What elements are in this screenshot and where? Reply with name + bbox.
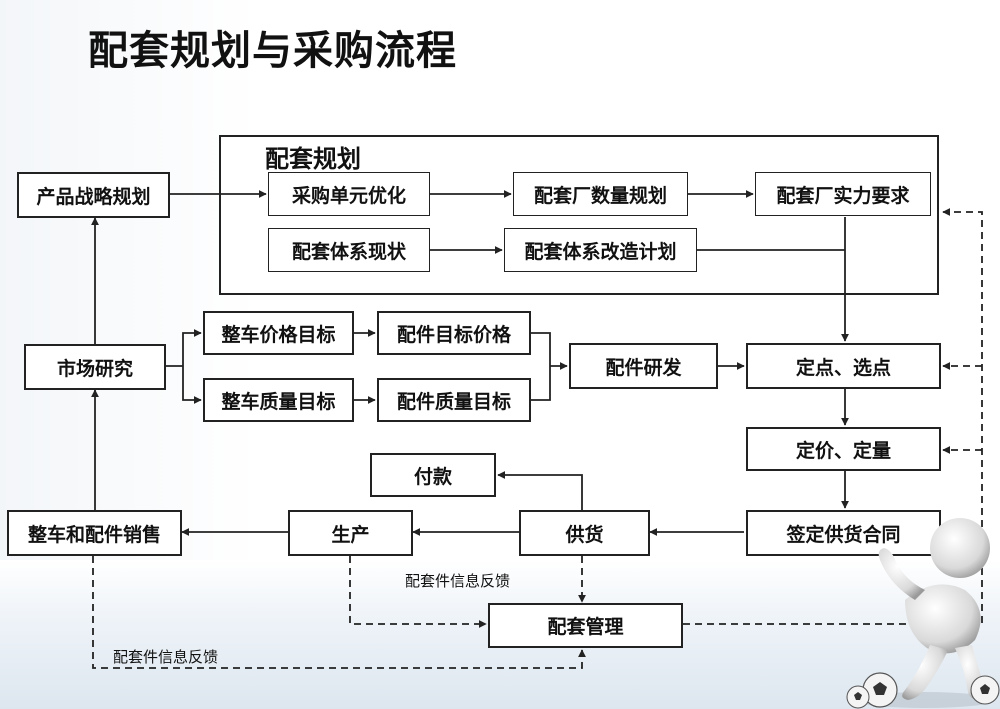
node-vehicle-quality-target[interactable]: 整车质量目标 — [203, 378, 354, 422]
node-supplier-quantity-plan[interactable]: 配套厂数量规划 — [513, 172, 688, 216]
node-supply-system-improve-plan[interactable]: 配套体系改造计划 — [504, 228, 697, 272]
edge-parts-price-merge — [531, 332, 551, 366]
edge-management-feedback-right — [683, 208, 983, 625]
edge-supply-to-payment — [497, 471, 583, 510]
node-supply-system-status[interactable]: 配套体系现状 — [268, 228, 430, 272]
node-parts-target-price[interactable]: 配件目标价格 — [377, 311, 531, 355]
node-designate-select[interactable]: 定点、选点 — [746, 343, 941, 389]
node-supply[interactable]: 供货 — [519, 510, 650, 556]
node-supply-management[interactable]: 配套管理 — [488, 603, 683, 648]
node-pricing-quantity[interactable]: 定价、定量 — [746, 427, 941, 471]
node-supplier-capability-req[interactable]: 配套厂实力要求 — [755, 172, 931, 216]
edge-parts-quality-merge — [531, 366, 551, 401]
edge-branch-up — [182, 329, 202, 366]
node-purchase-unit-opt[interactable]: 采购单元优化 — [268, 172, 430, 216]
edge-label-feedback-top: 配套件信息反馈 — [405, 572, 511, 590]
node-parts-rnd[interactable]: 配件研发 — [569, 343, 718, 389]
node-parts-quality-target[interactable]: 配件质量目标 — [377, 378, 531, 422]
node-sign-contract[interactable]: 签定供货合同 — [746, 510, 941, 556]
edge-branch-down — [182, 366, 202, 404]
page-title: 配套规划与采购流程 — [88, 28, 457, 74]
edge-production-to-management — [349, 556, 487, 628]
edge-label-feedback-bottom: 配套件信息反馈 — [113, 648, 219, 666]
node-vehicle-price-target[interactable]: 整车价格目标 — [203, 311, 354, 355]
group-label-supply-planning: 配套规划 — [265, 145, 361, 173]
node-payment[interactable]: 付款 — [370, 453, 496, 497]
node-product-strategy[interactable]: 产品战略规划 — [17, 172, 170, 218]
node-production[interactable]: 生产 — [288, 510, 413, 556]
node-market-research[interactable]: 市场研究 — [24, 344, 166, 390]
node-vehicle-parts-sales[interactable]: 整车和配件销售 — [7, 510, 182, 556]
